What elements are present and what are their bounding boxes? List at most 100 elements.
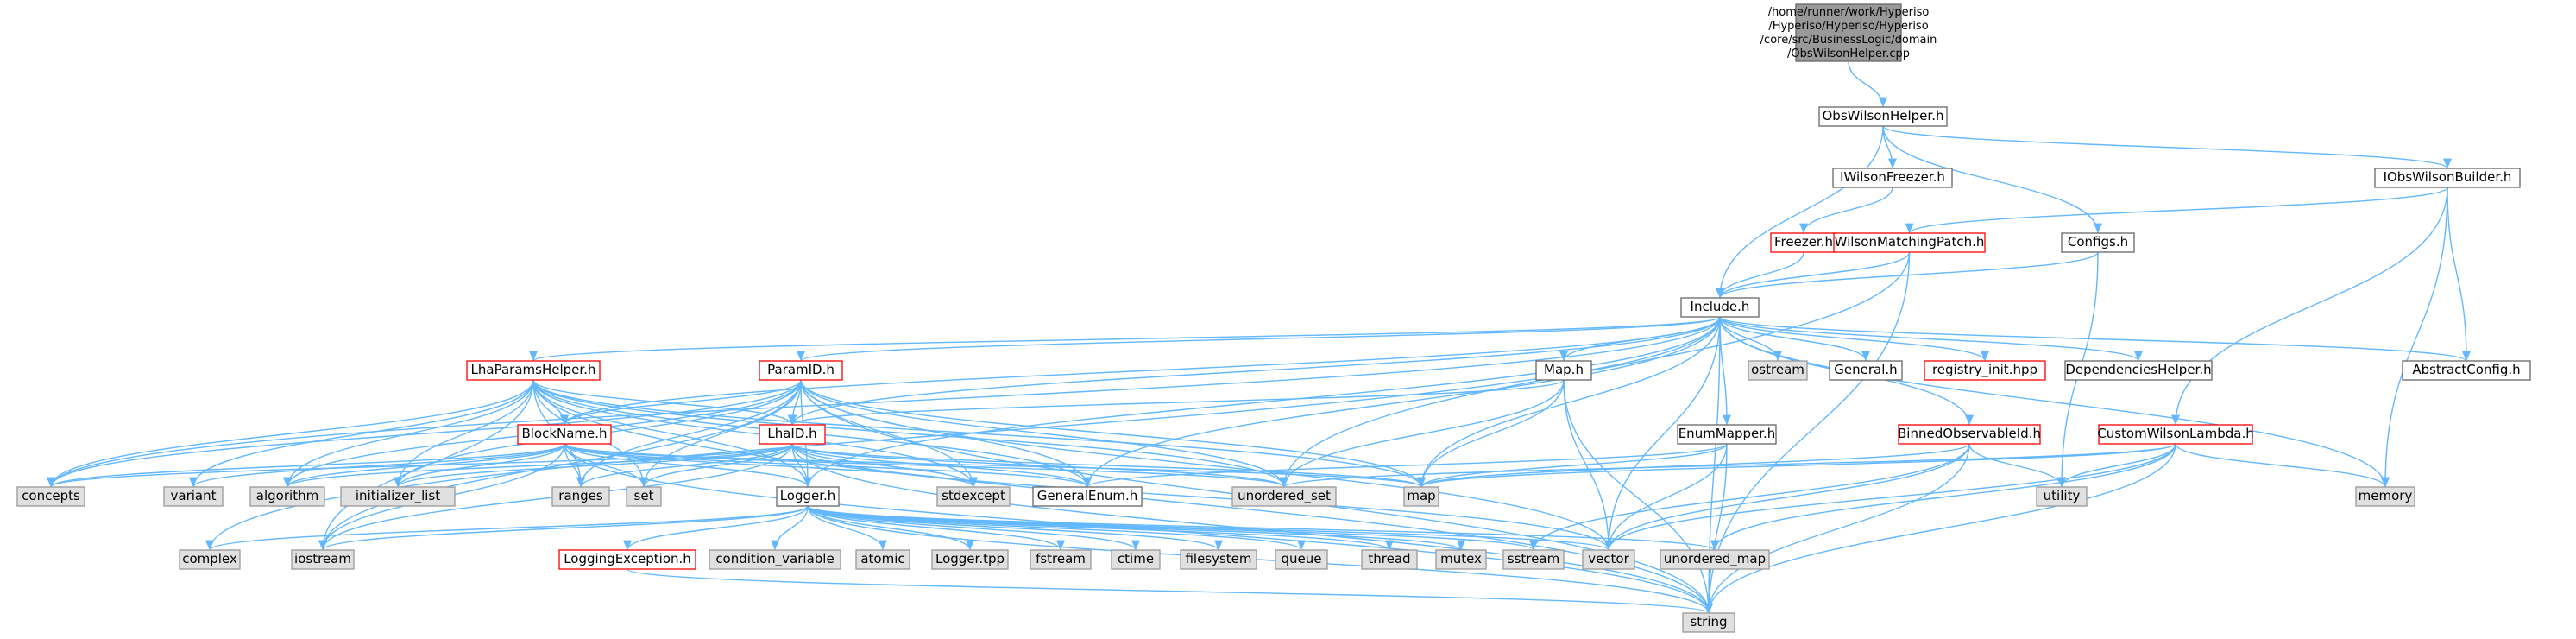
node-label: LhaID.h [767, 426, 816, 441]
node-label: AbstractConfig.h [2412, 362, 2520, 377]
node-ostream[interactable]: ostream [1748, 360, 1808, 381]
node-label: variant [171, 488, 217, 503]
node-atomic[interactable]: atomic [855, 549, 910, 570]
node-label: /ObsWilsonHelper.cpp [1787, 47, 1910, 60]
node-sstream[interactable]: sstream [1502, 549, 1565, 570]
node-map[interactable]: map [1403, 486, 1439, 507]
node-IWilsonFreezer[interactable]: IWilsonFreezer.h [1832, 168, 1953, 188]
node-label: map [1407, 488, 1435, 503]
edge-LhaParamsHelper-to-variant [189, 379, 534, 488]
node-box [1030, 549, 1092, 570]
edge-CustomWilsonLambda-to-string [1704, 443, 2176, 614]
node-condition_variable[interactable]: condition_variable [709, 549, 841, 570]
node-DependenciesHelper[interactable]: DependenciesHelper.h [2064, 360, 2213, 381]
edge-LhaID-to-algorithm [283, 443, 793, 488]
node-fstream[interactable]: fstream [1030, 549, 1092, 570]
node-EnumMapper[interactable]: EnumMapper.h [1677, 424, 1777, 445]
node-iostream[interactable]: iostream [291, 549, 355, 570]
edge-LhaID-to-map [791, 443, 1426, 488]
node-LhaID[interactable]: LhaID.h [759, 424, 826, 445]
node-vector[interactable]: vector [1582, 549, 1635, 570]
node-initializer_list[interactable]: initializer_list [340, 486, 456, 507]
edge-Logger-to-fstream [807, 505, 1065, 551]
node-box [466, 360, 601, 381]
node-AbstractConfig[interactable]: AbstractConfig.h [2402, 360, 2531, 381]
node-box [936, 486, 1011, 507]
node-root[interactable]: /home/runner/work/Hyperiso/Hyperiso/Hype… [1760, 3, 1937, 62]
edge-IWilsonFreezer-to-Freezer [1799, 187, 1893, 234]
node-BinnedObservableId[interactable]: BinnedObservableId.h [1898, 424, 2041, 445]
node-LhaParamsHelper[interactable]: LhaParamsHelper.h [466, 360, 601, 381]
node-box [1829, 360, 1903, 381]
edge-BinnedObservableId-to-string [1704, 443, 1970, 614]
edge-Logger-to-queue [807, 505, 1306, 551]
edge-ObsWilsonHelper-to-IObsWilsonBuilder [1882, 125, 2452, 169]
edge-Logger-to-ctime [807, 505, 1140, 551]
node-label: set [634, 488, 654, 503]
node-label: iostream [294, 551, 351, 566]
node-mutex[interactable]: mutex [1435, 549, 1487, 570]
node-label: fstream [1036, 551, 1086, 566]
node-label: /core/src/BusinessLogic/domain [1760, 34, 1937, 47]
edge-BlockName-to-unordered_set [564, 443, 1288, 488]
node-CustomWilsonLambda[interactable]: CustomWilsonLambda.h [2097, 424, 2254, 445]
node-Logger_tpp[interactable]: Logger.tpp [931, 549, 1009, 570]
node-queue[interactable]: queue [1275, 549, 1328, 570]
node-LoggingException[interactable]: LoggingException.h [558, 549, 696, 570]
edge-Include-to-General [1719, 316, 1870, 362]
node-string[interactable]: string [1682, 612, 1735, 633]
edge-WilsonMatchingPatch-to-Include [1716, 251, 1911, 299]
node-stdexcept[interactable]: stdexcept [936, 486, 1011, 507]
node-label: Logger.h [780, 488, 836, 503]
node-Configs[interactable]: Configs.h [2061, 232, 2135, 253]
node-Logger[interactable]: Logger.h [776, 486, 840, 507]
node-label: condition_variable [715, 551, 834, 567]
node-ParamID[interactable]: ParamID.h [759, 360, 843, 381]
node-concepts[interactable]: concepts [16, 486, 85, 507]
node-box [931, 549, 1009, 570]
node-box [1435, 549, 1487, 570]
edge-Logger-to-string [807, 505, 1713, 614]
node-label: initializer_list [356, 488, 440, 504]
node-label: unordered_set [1238, 488, 1331, 504]
node-registry_init[interactable]: registry_init.hpp [1924, 360, 2046, 381]
node-IObsWilsonBuilder[interactable]: IObsWilsonBuilder.h [2374, 168, 2521, 188]
edge-ParamID-to-unordered_set [800, 379, 1288, 488]
node-Map[interactable]: Map.h [1535, 360, 1592, 381]
edge-Include-to-BlockName [560, 316, 1721, 426]
node-box [1231, 486, 1337, 507]
node-memory[interactable]: memory [2355, 486, 2415, 507]
node-complex[interactable]: complex [179, 549, 241, 570]
node-box [1748, 360, 1808, 381]
node-thread[interactable]: thread [1361, 549, 1418, 570]
node-Include[interactable]: Include.h [1680, 297, 1760, 318]
node-ObsWilsonHelper[interactable]: ObsWilsonHelper.h [1818, 106, 1948, 127]
edge-Logger-to-atomic [807, 505, 888, 551]
edge-CustomWilsonLambda-to-memory [2175, 443, 2390, 488]
node-box [1660, 549, 1770, 570]
node-utility[interactable]: utility [2036, 486, 2088, 507]
edge-Include-to-GeneralEnum [1083, 316, 1721, 488]
edge-LhaID-to-unordered_set [791, 443, 1288, 488]
node-label: stdexcept [942, 488, 1005, 503]
node-filesystem[interactable]: filesystem [1180, 549, 1257, 570]
edge-LhaID-to-concepts [47, 443, 793, 488]
node-ctime[interactable]: ctime [1111, 549, 1161, 570]
node-box [2036, 486, 2088, 507]
node-box [1682, 612, 1735, 633]
node-box [1275, 549, 1328, 570]
node-algorithm[interactable]: algorithm [249, 486, 325, 507]
node-unordered_map[interactable]: unordered_map [1660, 549, 1770, 570]
edge-Logger-to-complex [205, 505, 809, 551]
node-GeneralEnum[interactable]: GeneralEnum.h [1032, 486, 1143, 507]
node-variant[interactable]: variant [163, 486, 224, 507]
node-label: mutex [1440, 551, 1482, 566]
node-Freezer[interactable]: Freezer.h [1770, 232, 1837, 253]
node-unordered_set[interactable]: unordered_set [1231, 486, 1337, 507]
node-BlockName[interactable]: BlockName.h [517, 424, 612, 445]
edge-LoggingException-to-string [627, 568, 1713, 614]
node-General[interactable]: General.h [1829, 360, 1903, 381]
node-ranges[interactable]: ranges [551, 486, 610, 507]
node-WilsonMatchingPatch[interactable]: WilsonMatchingPatch.h [1833, 232, 1986, 253]
node-set[interactable]: set [626, 486, 662, 507]
